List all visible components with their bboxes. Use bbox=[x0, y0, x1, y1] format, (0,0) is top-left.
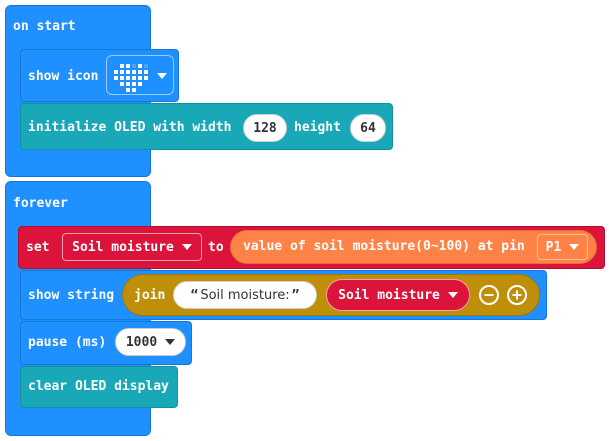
variable-dropdown[interactable]: Soil moisture bbox=[62, 233, 202, 261]
plus-icon bbox=[509, 287, 525, 303]
pause-label: pause (ms) bbox=[28, 335, 107, 350]
initialize-oled-block[interactable] bbox=[20, 103, 393, 150]
string-input[interactable]: “ Soil moisture: ” bbox=[173, 281, 317, 309]
heart-icon bbox=[114, 64, 148, 92]
set-label: set bbox=[26, 240, 50, 255]
forever-label: forever bbox=[13, 196, 68, 211]
soil-moisture-reporter-label: value of soil moisture(0~100) at pin bbox=[243, 239, 525, 254]
pause-duration-value: 1000 bbox=[125, 334, 158, 350]
chevron-down-icon bbox=[165, 339, 176, 345]
join-label: join bbox=[134, 288, 166, 303]
oled-height-input[interactable]: 64 bbox=[350, 114, 386, 142]
clear-oled-block[interactable] bbox=[20, 366, 178, 408]
minus-icon bbox=[481, 287, 497, 303]
string-input-value: Soil moisture: bbox=[200, 287, 290, 303]
show-string-label: show string bbox=[28, 288, 115, 303]
chevron-down-icon bbox=[447, 292, 458, 298]
chevron-down-icon bbox=[569, 244, 580, 250]
oled-width-input[interactable]: 128 bbox=[243, 114, 287, 142]
show-icon-label: show icon bbox=[28, 69, 99, 84]
pin-dropdown[interactable]: P1 bbox=[537, 234, 588, 260]
on-start-footer bbox=[5, 150, 151, 177]
to-label: to bbox=[208, 240, 224, 255]
close-quote-icon: ” bbox=[291, 287, 300, 303]
initialize-oled-height-label: height bbox=[294, 120, 341, 135]
on-start-label: on start bbox=[13, 19, 76, 34]
add-input-button[interactable] bbox=[507, 285, 527, 305]
open-quote-icon: “ bbox=[190, 287, 199, 303]
join-variable-label: Soil moisture bbox=[338, 287, 440, 303]
chevron-down-icon bbox=[157, 73, 167, 79]
join-variable-reporter[interactable]: Soil moisture bbox=[326, 279, 470, 311]
pause-duration-dropdown[interactable]: 1000 bbox=[115, 328, 186, 356]
variable-dropdown-label: Soil moisture bbox=[72, 239, 174, 255]
icon-picker[interactable] bbox=[106, 55, 174, 95]
clear-oled-label: clear OLED display bbox=[28, 379, 169, 394]
pin-dropdown-label: P1 bbox=[545, 239, 562, 255]
initialize-oled-width-label: initialize OLED with width bbox=[28, 120, 232, 135]
chevron-down-icon bbox=[181, 244, 192, 250]
remove-input-button[interactable] bbox=[479, 285, 499, 305]
soil-moisture-reporter[interactable]: value of soil moisture(0~100) at pin bbox=[230, 230, 597, 264]
